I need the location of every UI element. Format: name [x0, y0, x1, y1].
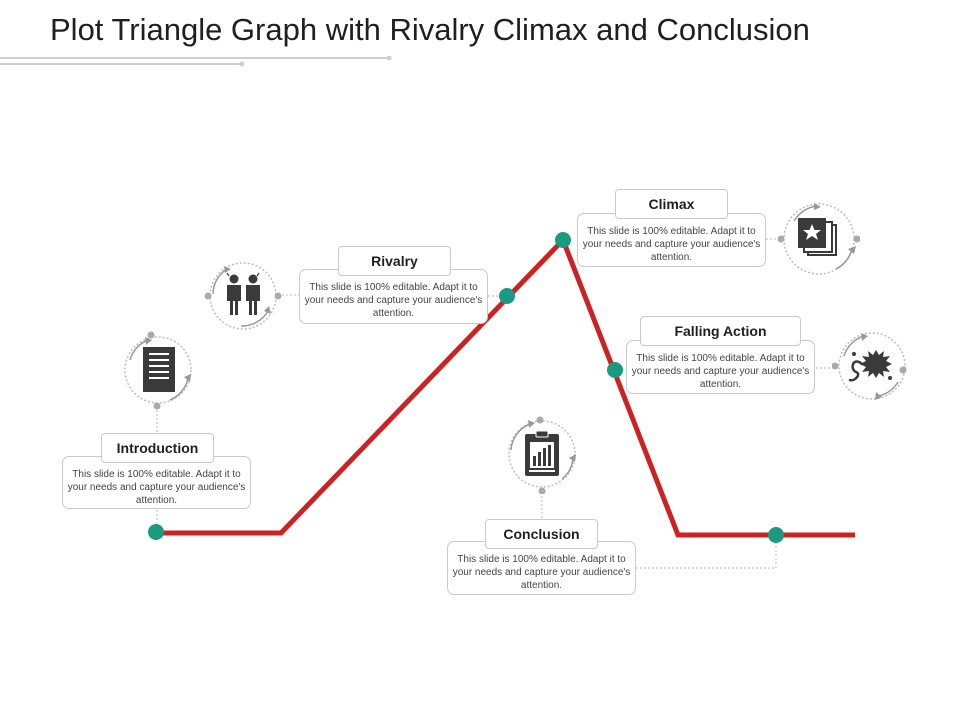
stage-description-climax: This slide is 100% editable. Adapt it to…	[577, 213, 766, 267]
stage-description-conclusion: This slide is 100% editable. Adapt it to…	[447, 541, 636, 595]
stage-label-introduction: Introduction	[101, 433, 214, 463]
rivals-icon	[203, 256, 283, 341]
stage-description-introduction: This slide is 100% editable. Adapt it to…	[62, 456, 251, 509]
stage-description-rivalry: This slide is 100% editable. Adapt it to…	[299, 269, 488, 324]
document-icon	[118, 330, 198, 415]
stage-description-falling-action: This slide is 100% editable. Adapt it to…	[626, 340, 815, 394]
star-cards-icon	[777, 199, 861, 286]
stage-label-rivalry: Rivalry	[338, 246, 451, 276]
introduction-dot	[148, 524, 164, 540]
stage-label-falling-action: Falling Action	[640, 316, 801, 346]
climax-dot	[555, 232, 571, 248]
falling-action-dot	[607, 362, 623, 378]
rivalry-dot	[499, 288, 515, 304]
conclusion-dot	[768, 527, 784, 543]
chart-clipboard-icon	[502, 414, 582, 499]
page-title: Plot Triangle Graph with Rivalry Climax …	[50, 12, 810, 47]
stage-label-climax: Climax	[615, 189, 728, 219]
title-underline	[0, 56, 392, 67]
stage-label-conclusion: Conclusion	[485, 519, 598, 549]
plot-dots	[148, 232, 784, 543]
splash-icon	[831, 326, 912, 411]
